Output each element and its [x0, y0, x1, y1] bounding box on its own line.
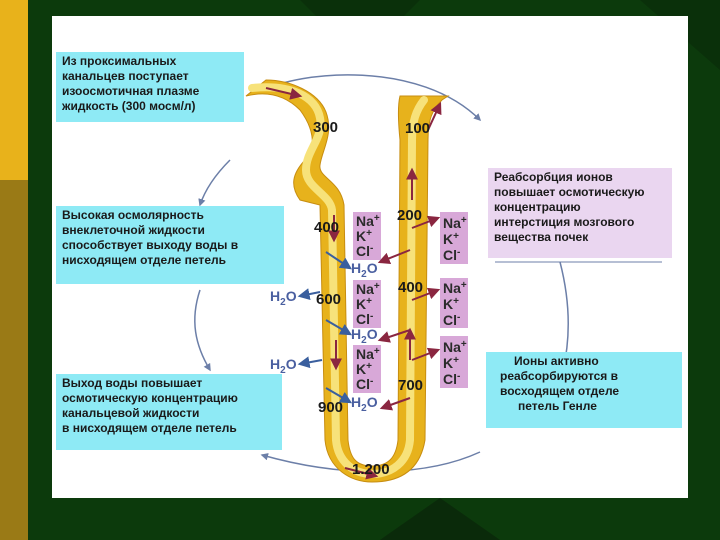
tubule-outer — [245, 79, 450, 483]
svg-text:Cl-: Cl- — [356, 311, 373, 327]
water-label-3: H2O — [351, 394, 378, 414]
svg-text:Cl-: Cl- — [356, 376, 373, 392]
ion-box-right-1: Na+ K+ Cl- — [440, 212, 468, 264]
water-arrow-1 — [325, 251, 352, 270]
osm-asc-400: 400 — [398, 279, 423, 296]
cycle-arrow-upper-left — [198, 159, 231, 207]
info-box-ion-reabsorption: Реабсорбция ионов повышает осмотическую … — [488, 168, 672, 258]
svg-text:Na+: Na+ — [443, 339, 467, 355]
svg-text:Na+: Na+ — [356, 281, 380, 297]
svg-text:Cl-: Cl- — [356, 243, 373, 259]
svg-text:Na+: Na+ — [356, 346, 380, 362]
osm-asc-200: 200 — [397, 207, 422, 224]
water-arrow-4 — [297, 356, 323, 369]
svg-text:K+: K+ — [443, 231, 459, 247]
svg-text:Na+: Na+ — [443, 215, 467, 231]
water-label-2: H2O — [351, 326, 378, 346]
svg-text:K+: K+ — [443, 355, 459, 371]
water-arrow-5 — [325, 387, 353, 404]
svg-text:Na+: Na+ — [443, 280, 467, 296]
svg-text:Cl-: Cl- — [443, 247, 460, 263]
ion-box-right-2: Na+ K+ Cl- — [440, 278, 468, 328]
water-arrow-2 — [297, 288, 321, 301]
flow-arrow-exit — [427, 101, 442, 131]
ion-arrow-1 — [377, 249, 411, 265]
osm-desc-900: 900 — [318, 399, 343, 416]
water-label-5: H2O — [270, 356, 297, 376]
ion-box-desc-3: Na+ K+ Cl- — [353, 345, 381, 393]
ion-arrow-2 — [411, 215, 441, 229]
water-label-1: H2O — [351, 260, 378, 280]
osm-asc-100: 100 — [405, 120, 430, 137]
svg-text:Na+: Na+ — [356, 213, 380, 229]
info-box-proximal-inflow: Из проксимальных канальцев поступает изо… — [56, 52, 244, 122]
osm-desc-600: 600 — [316, 291, 341, 308]
water-label-4: H2O — [270, 288, 297, 308]
ion-arrow-5 — [411, 347, 441, 361]
ion-arrow-6 — [379, 397, 411, 411]
svg-text:Cl-: Cl- — [443, 371, 460, 387]
ion-box-right-3: Na+ K+ Cl- — [440, 336, 468, 388]
ion-box-desc-2: Na+ K+ Cl- — [353, 280, 381, 328]
osm-desc-300: 300 — [313, 119, 338, 136]
ion-box-desc-1: Na+ K+ Cl- — [353, 212, 381, 260]
info-box-active-transport: Ионы активно реабсорбируются в восходяще… — [486, 352, 682, 428]
svg-text:K+: K+ — [443, 296, 459, 312]
ion-arrow-4 — [377, 329, 411, 343]
flow-arrow-bottom — [344, 467, 379, 480]
svg-text:K+: K+ — [356, 228, 372, 244]
osm-asc-700: 700 — [398, 377, 423, 394]
osm-desc-400: 400 — [314, 219, 339, 236]
ion-arrow-3 — [411, 287, 441, 301]
osm-bottom-1200: 1.200 — [352, 461, 390, 478]
water-arrow-3 — [325, 319, 353, 336]
slide-stripe-top — [0, 0, 28, 180]
info-box-high-osmolarity: Высокая осмолярность внеклеточной жидкос… — [56, 206, 284, 284]
cycle-arrow-left — [194, 289, 211, 372]
svg-text:Cl-: Cl- — [443, 312, 460, 328]
svg-text:K+: K+ — [356, 296, 372, 312]
slide-stripe-bottom — [0, 180, 28, 540]
svg-text:K+: K+ — [356, 361, 372, 377]
flow-arrow-entry — [265, 87, 303, 100]
info-box-water-exit: Выход воды повышает осмотическую концент… — [56, 374, 282, 450]
